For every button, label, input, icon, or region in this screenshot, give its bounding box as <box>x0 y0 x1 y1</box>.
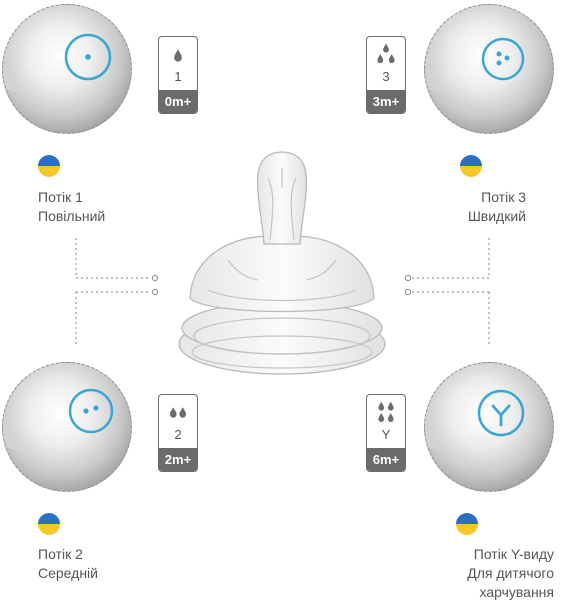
silicone-nipple-image <box>178 151 386 375</box>
flow-1-closeup <box>2 4 132 134</box>
flow-y-badge: Y 6m+ <box>366 394 406 472</box>
flow-y-closeup <box>424 362 554 492</box>
ukraine-flag-icon <box>38 513 60 535</box>
flow-3-number: 3 <box>382 69 390 84</box>
flow-1-badge: 1 0m+ <box>158 36 198 114</box>
flow-3-age: 3m+ <box>367 90 405 113</box>
flow-y-number: Y <box>381 427 391 442</box>
flow-1-age: 0m+ <box>159 90 197 113</box>
flow-2-caption: Потік 2 Середній <box>38 546 98 581</box>
drop-icon <box>378 401 394 423</box>
drop-icon <box>377 43 395 64</box>
flow-2-badge: 2 2m+ <box>158 394 198 472</box>
ukraine-flag-icon <box>460 155 482 177</box>
flow-2-age: 2m+ <box>159 448 197 471</box>
ukraine-flag-icon <box>456 513 478 535</box>
flow-1-caption: Потік 1 Повільний <box>38 189 106 224</box>
flow-1-number: 1 <box>174 69 182 84</box>
flow-3-badge: 3 3m+ <box>366 36 406 114</box>
flow-3-closeup <box>424 4 554 134</box>
flow-2-number: 2 <box>174 427 182 442</box>
flow-2-closeup <box>2 362 132 492</box>
flow-y-caption: Потік Y-виду Для дитячого харчування <box>467 546 554 600</box>
drop-icon <box>174 49 182 62</box>
flow-3-caption: Потік 3 Швидкий <box>467 189 526 224</box>
ukraine-flag-icon <box>38 155 60 177</box>
flow-y-age: 6m+ <box>367 448 405 471</box>
drop-icon <box>169 407 187 418</box>
